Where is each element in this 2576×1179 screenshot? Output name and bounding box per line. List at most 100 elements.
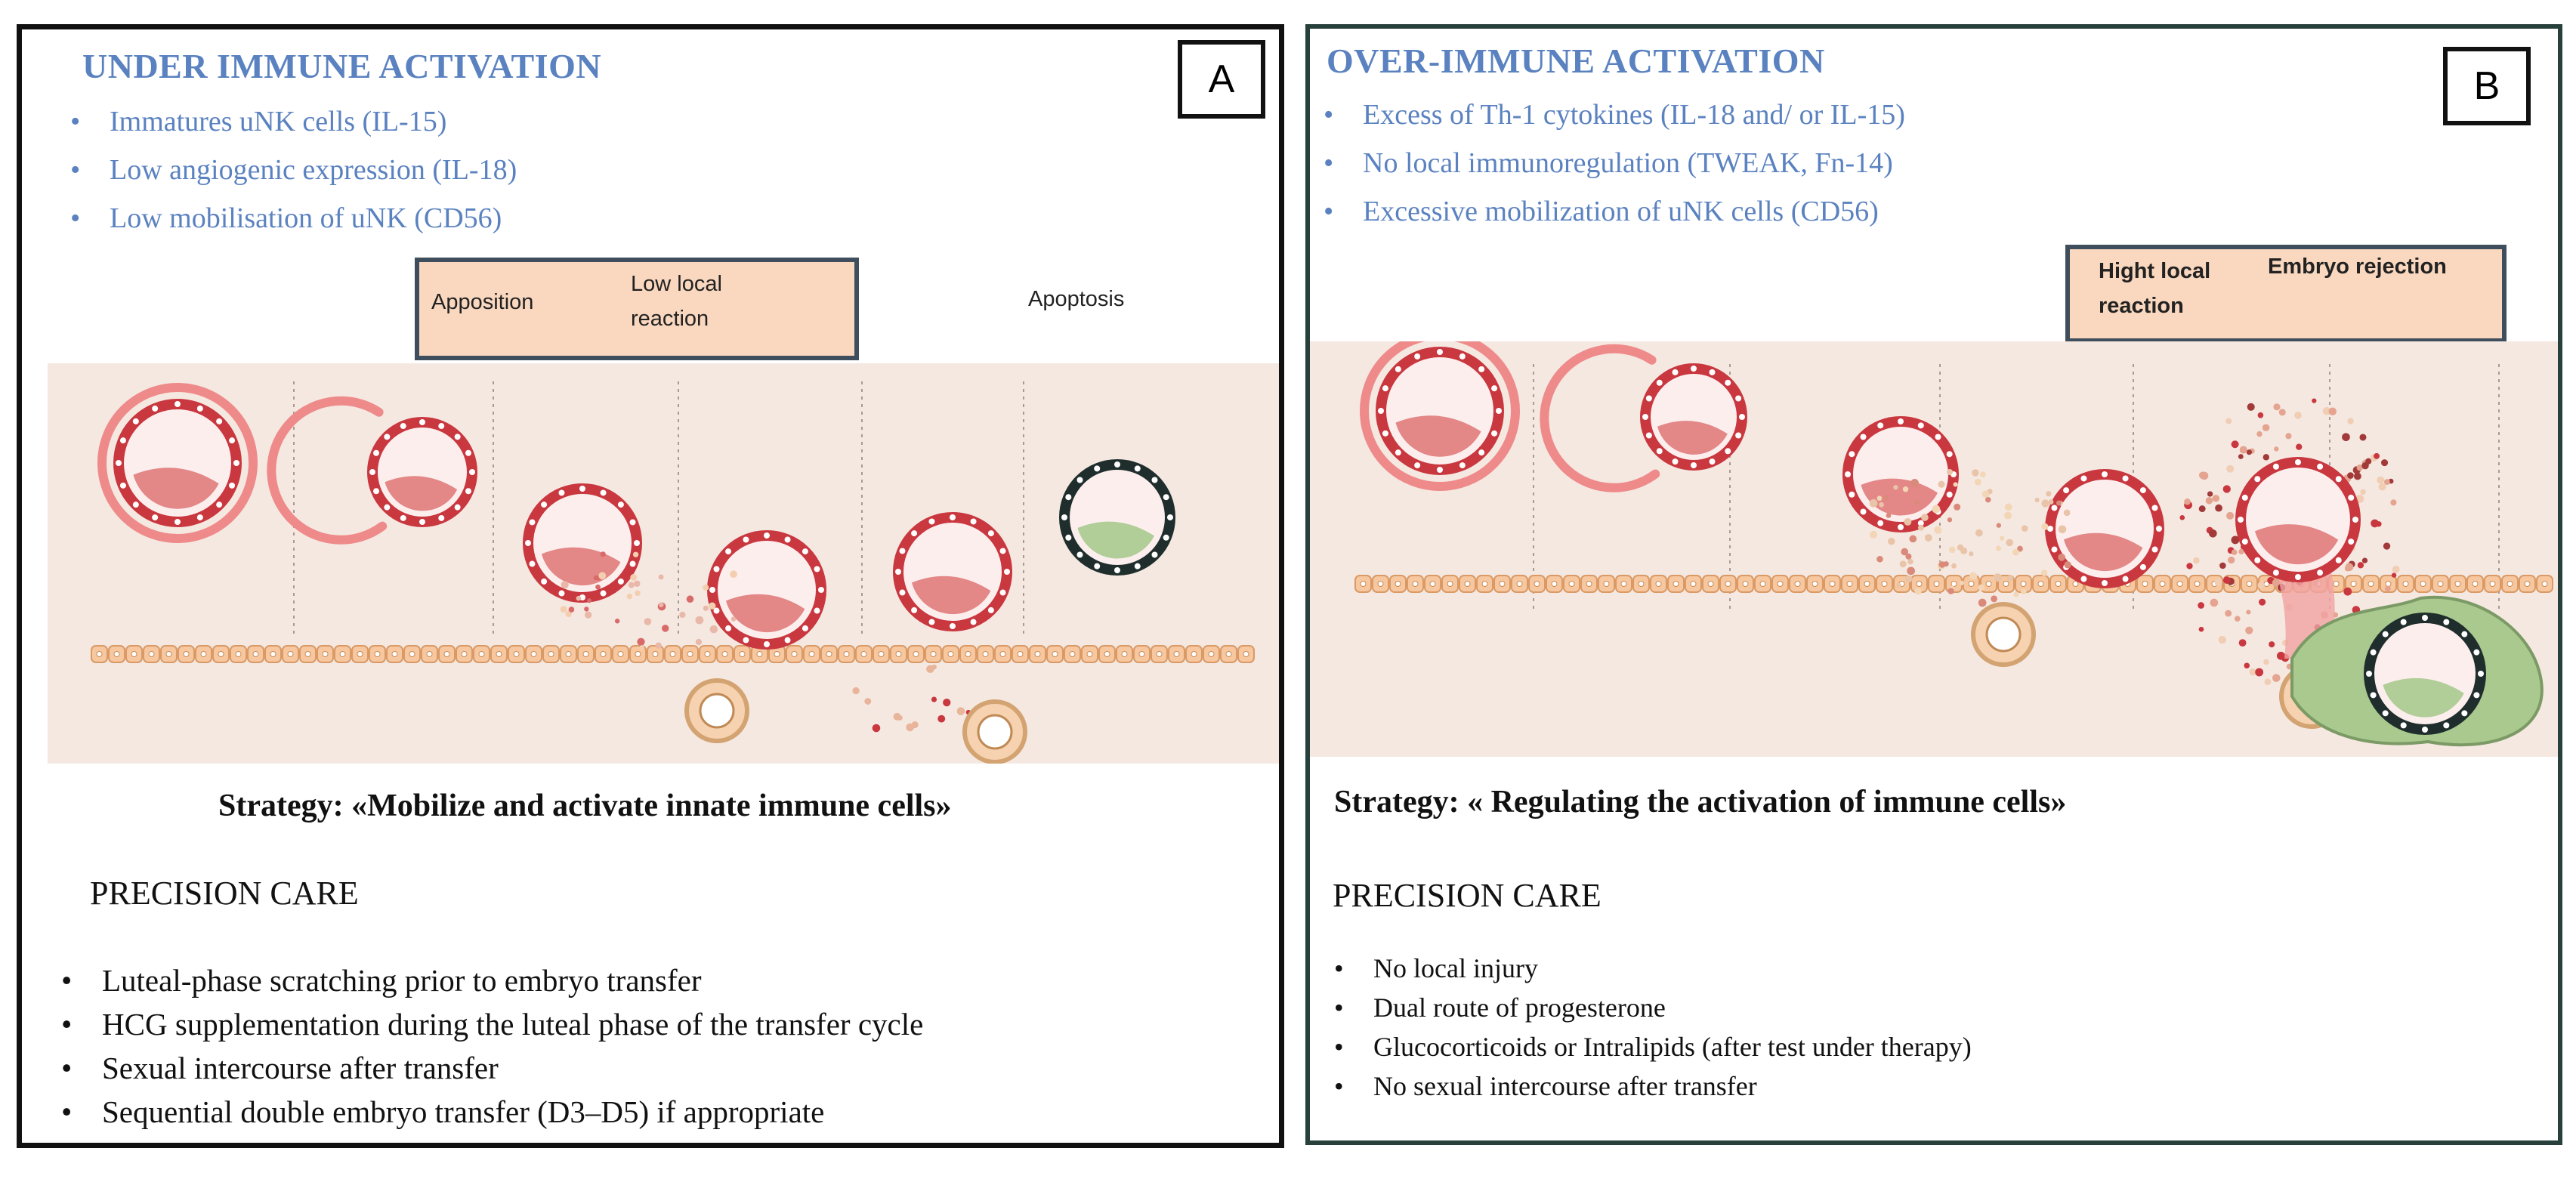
trophoblast-nucleus [1061,514,1067,520]
trophoblast-nucleus [1725,448,1731,455]
trophoblast-nucleus [2335,557,2342,563]
epithelial-nucleus [582,651,589,657]
epithelial-nucleus [808,651,815,657]
trophoblast-nucleus [529,519,536,526]
cytokine-dots [2040,569,2048,576]
cytokine-dots [644,618,652,625]
cytokine-dots [2198,602,2204,609]
cytokine-dots [1921,514,1929,521]
trophoblast-nucleus [1167,514,1173,520]
trophoblast-nucleus [600,489,607,496]
epithelial-nucleus [200,651,207,657]
epithelial-nucleus [878,651,885,657]
trophoblast-nucleus [175,401,181,407]
cytokine-dots [2392,565,2400,573]
epithelial-nucleus [860,651,867,657]
cytokine-dots [2353,472,2361,480]
cytokine-dots [587,598,592,603]
epithelial-nucleus [304,651,311,657]
cytokine-dots [2003,511,2012,520]
epithelial-nucleus [1881,581,1888,587]
trophoblast-nucleus [1478,449,1485,456]
inner-cell-mass [2255,524,2339,565]
epithelial-nucleus [1104,651,1110,657]
cytokine-dots [2238,548,2244,555]
cytokine-dots [2272,674,2281,682]
cytokine-dots [565,610,572,618]
epithelial-nucleus [1138,651,1145,657]
trophoblast-nucleus [617,578,624,585]
epithelial-nucleus [635,651,641,657]
cytokine-dots [703,584,709,591]
zona-ring [97,383,258,543]
cytokine-dots [852,687,860,695]
trophoblast-nucleus [1395,449,1401,456]
trophoblast-nucleus [1491,385,1498,392]
trophoblast-nucleus [1735,395,1742,402]
cytokine-dots [1869,530,1878,539]
cytokine-dots [1960,547,1968,554]
trophoblast-nucleus [229,437,236,444]
trophoblast-nucleus [1414,462,1421,469]
feature-item: No local immunoregulation (TWEAK, Fn-14) [1324,139,1905,187]
epithelial-nucleus [913,651,919,657]
trophoblast-nucleus [2051,505,2058,511]
panel-under-immune-activation: A UNDER IMMUNE ACTIVATION Immatures uNK … [17,24,1284,1148]
epithelial-nucleus [96,651,103,657]
trophoblast-nucleus [2335,476,2342,483]
cytokine-dots [626,593,633,600]
epithelial-nucleus [2541,581,2548,587]
cytokine-dots [2222,485,2231,493]
trophoblast-nucleus [2102,471,2108,477]
trophoblast-nucleus [818,587,824,593]
trophoblast-nucleus [1382,430,1388,437]
trophoblast-nucleus [743,637,749,644]
trophoblast-nucleus [1437,349,1443,355]
cytokine-dots [2058,525,2067,534]
epithelial-nucleus [2350,581,2357,587]
epithelial-nucleus [1481,581,1488,587]
cytokine-dots [2234,616,2241,622]
cytokine-dots [2381,459,2389,467]
epithelial-nucleus [148,651,155,657]
epithelial-nucleus [1794,581,1801,587]
trophoblast-nucleus [802,625,808,631]
epithelial-nucleus [1916,581,1923,587]
cytokine-dots [655,642,662,649]
trophoblast-nucleus [1163,534,1169,541]
trophoblast-nucleus [1094,465,1101,472]
trophoblast-nucleus [899,589,906,596]
cytokine-dots [1951,563,1957,569]
epithelial-nucleus [1777,581,1784,587]
trophoblast-nucleus [1656,448,1663,455]
epithelial-nucleus [999,651,1006,657]
trophoblast-nucleus [713,607,720,614]
cytokine-dots [637,637,645,646]
cytokine-dots [600,551,606,557]
epithelial-nucleus [2142,581,2148,587]
epithelial-nucleus [2472,581,2479,587]
inner-cell-mass [2064,532,2143,572]
trophoblast-nucleus [2254,557,2261,563]
cytokine-dots [2225,610,2232,617]
epithelial-nucleus [2507,581,2513,587]
trophoblast-nucleus [814,566,820,573]
epithelial-nucleus [2489,581,2496,587]
trophoblast-nucleus [2254,476,2261,483]
cytokine-dots [2209,529,2217,538]
cytokine-dots [2383,542,2391,550]
epithelial-nucleus [2246,581,2253,587]
cytokine-dots [2034,497,2040,503]
trophoblast-nucleus [419,519,425,525]
trophoblast-nucleus [2139,563,2146,570]
cytokine-dots [2238,454,2244,459]
trophoblast-nucleus [987,606,994,613]
trophoblast-nucleus [1065,534,1072,541]
trophoblast-nucleus [116,460,122,466]
epithelial-nucleus [1412,581,1419,587]
epithelial-nucleus [1516,581,1523,587]
epithelial-nucleus [252,651,259,657]
trophoblast-nucleus [2400,619,2407,625]
epithelial-nucleus [131,651,137,657]
cytokine-dots [2198,626,2204,632]
